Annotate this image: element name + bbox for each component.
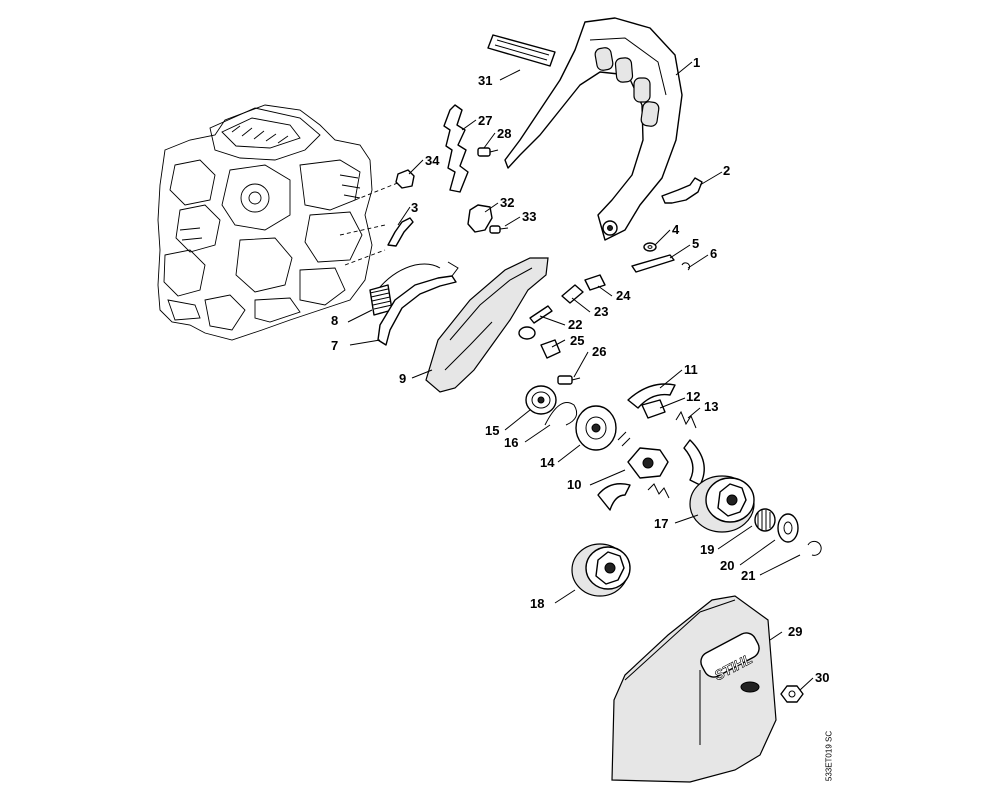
screw <box>557 375 581 385</box>
label-16: 16 <box>504 435 518 450</box>
label-31: 31 <box>478 73 492 88</box>
lever <box>661 177 703 204</box>
engine-housing <box>157 104 373 341</box>
label-32: 32 <box>500 195 514 210</box>
label-10: 10 <box>567 477 581 492</box>
alignment-line <box>344 249 386 266</box>
clip <box>681 262 691 271</box>
washer <box>643 242 657 252</box>
label-6: 6 <box>710 246 717 261</box>
label-21: 21 <box>741 568 755 583</box>
label-27: 27 <box>478 113 492 128</box>
label-13: 13 <box>704 399 718 414</box>
guard-plate <box>487 34 556 67</box>
rim-sprocket-drum <box>571 543 631 597</box>
bracket <box>443 104 469 193</box>
label-20: 20 <box>720 558 734 573</box>
leader-lines <box>347 61 814 691</box>
label-9: 9 <box>399 371 406 386</box>
wire-spring <box>544 402 578 426</box>
clutch-drum <box>689 475 755 533</box>
label-23: 23 <box>594 304 608 319</box>
label-26: 26 <box>592 344 606 359</box>
label-34: 34 <box>425 153 440 168</box>
label-8: 8 <box>331 313 338 328</box>
label-18: 18 <box>530 596 544 611</box>
reference-code: 533ET019 SC <box>822 716 836 796</box>
label-33: 33 <box>522 209 536 224</box>
label-1: 1 <box>693 55 700 70</box>
label-5: 5 <box>692 236 699 251</box>
e-clip <box>807 540 822 556</box>
label-19: 19 <box>700 542 714 557</box>
screw <box>489 225 509 234</box>
shoe-segment <box>641 399 666 419</box>
collar-nut <box>780 685 804 703</box>
alignment-line <box>339 224 386 236</box>
reference-code-text: 533ET019 SC <box>824 730 834 782</box>
clutch-hub <box>597 431 705 511</box>
label-25: 25 <box>570 333 584 348</box>
label-22: 22 <box>568 317 582 332</box>
washer <box>777 513 799 543</box>
label-3: 3 <box>411 200 418 215</box>
spring-lever <box>387 217 414 247</box>
chain-brake-cover <box>425 257 549 393</box>
label-29: 29 <box>788 624 802 639</box>
brake-band <box>377 275 457 346</box>
clutch-shoe <box>627 383 676 409</box>
part-labels: 1 2 3 4 5 6 7 8 9 10 11 12 13 14 15 16 1… <box>331 55 829 685</box>
block <box>584 274 606 291</box>
label-4: 4 <box>672 222 680 237</box>
pin <box>529 305 553 324</box>
spring-drum <box>525 385 557 415</box>
disc <box>575 405 617 451</box>
label-17: 17 <box>654 516 668 531</box>
label-28: 28 <box>497 126 511 141</box>
sprocket-cover: STIHL <box>611 595 777 783</box>
link <box>631 254 675 273</box>
label-11: 11 <box>684 362 698 377</box>
sleeve <box>561 284 584 304</box>
label-24: 24 <box>616 288 631 303</box>
label-30: 30 <box>815 670 829 685</box>
screw <box>477 147 499 157</box>
nut <box>395 169 415 189</box>
label-15: 15 <box>485 423 499 438</box>
small-spring <box>675 410 697 429</box>
adjuster <box>518 326 561 359</box>
hand-guard <box>504 17 683 241</box>
label-12: 12 <box>686 389 700 404</box>
label-2: 2 <box>723 163 730 178</box>
label-7: 7 <box>331 338 338 353</box>
label-14: 14 <box>540 455 555 470</box>
needle-cage <box>754 508 776 532</box>
